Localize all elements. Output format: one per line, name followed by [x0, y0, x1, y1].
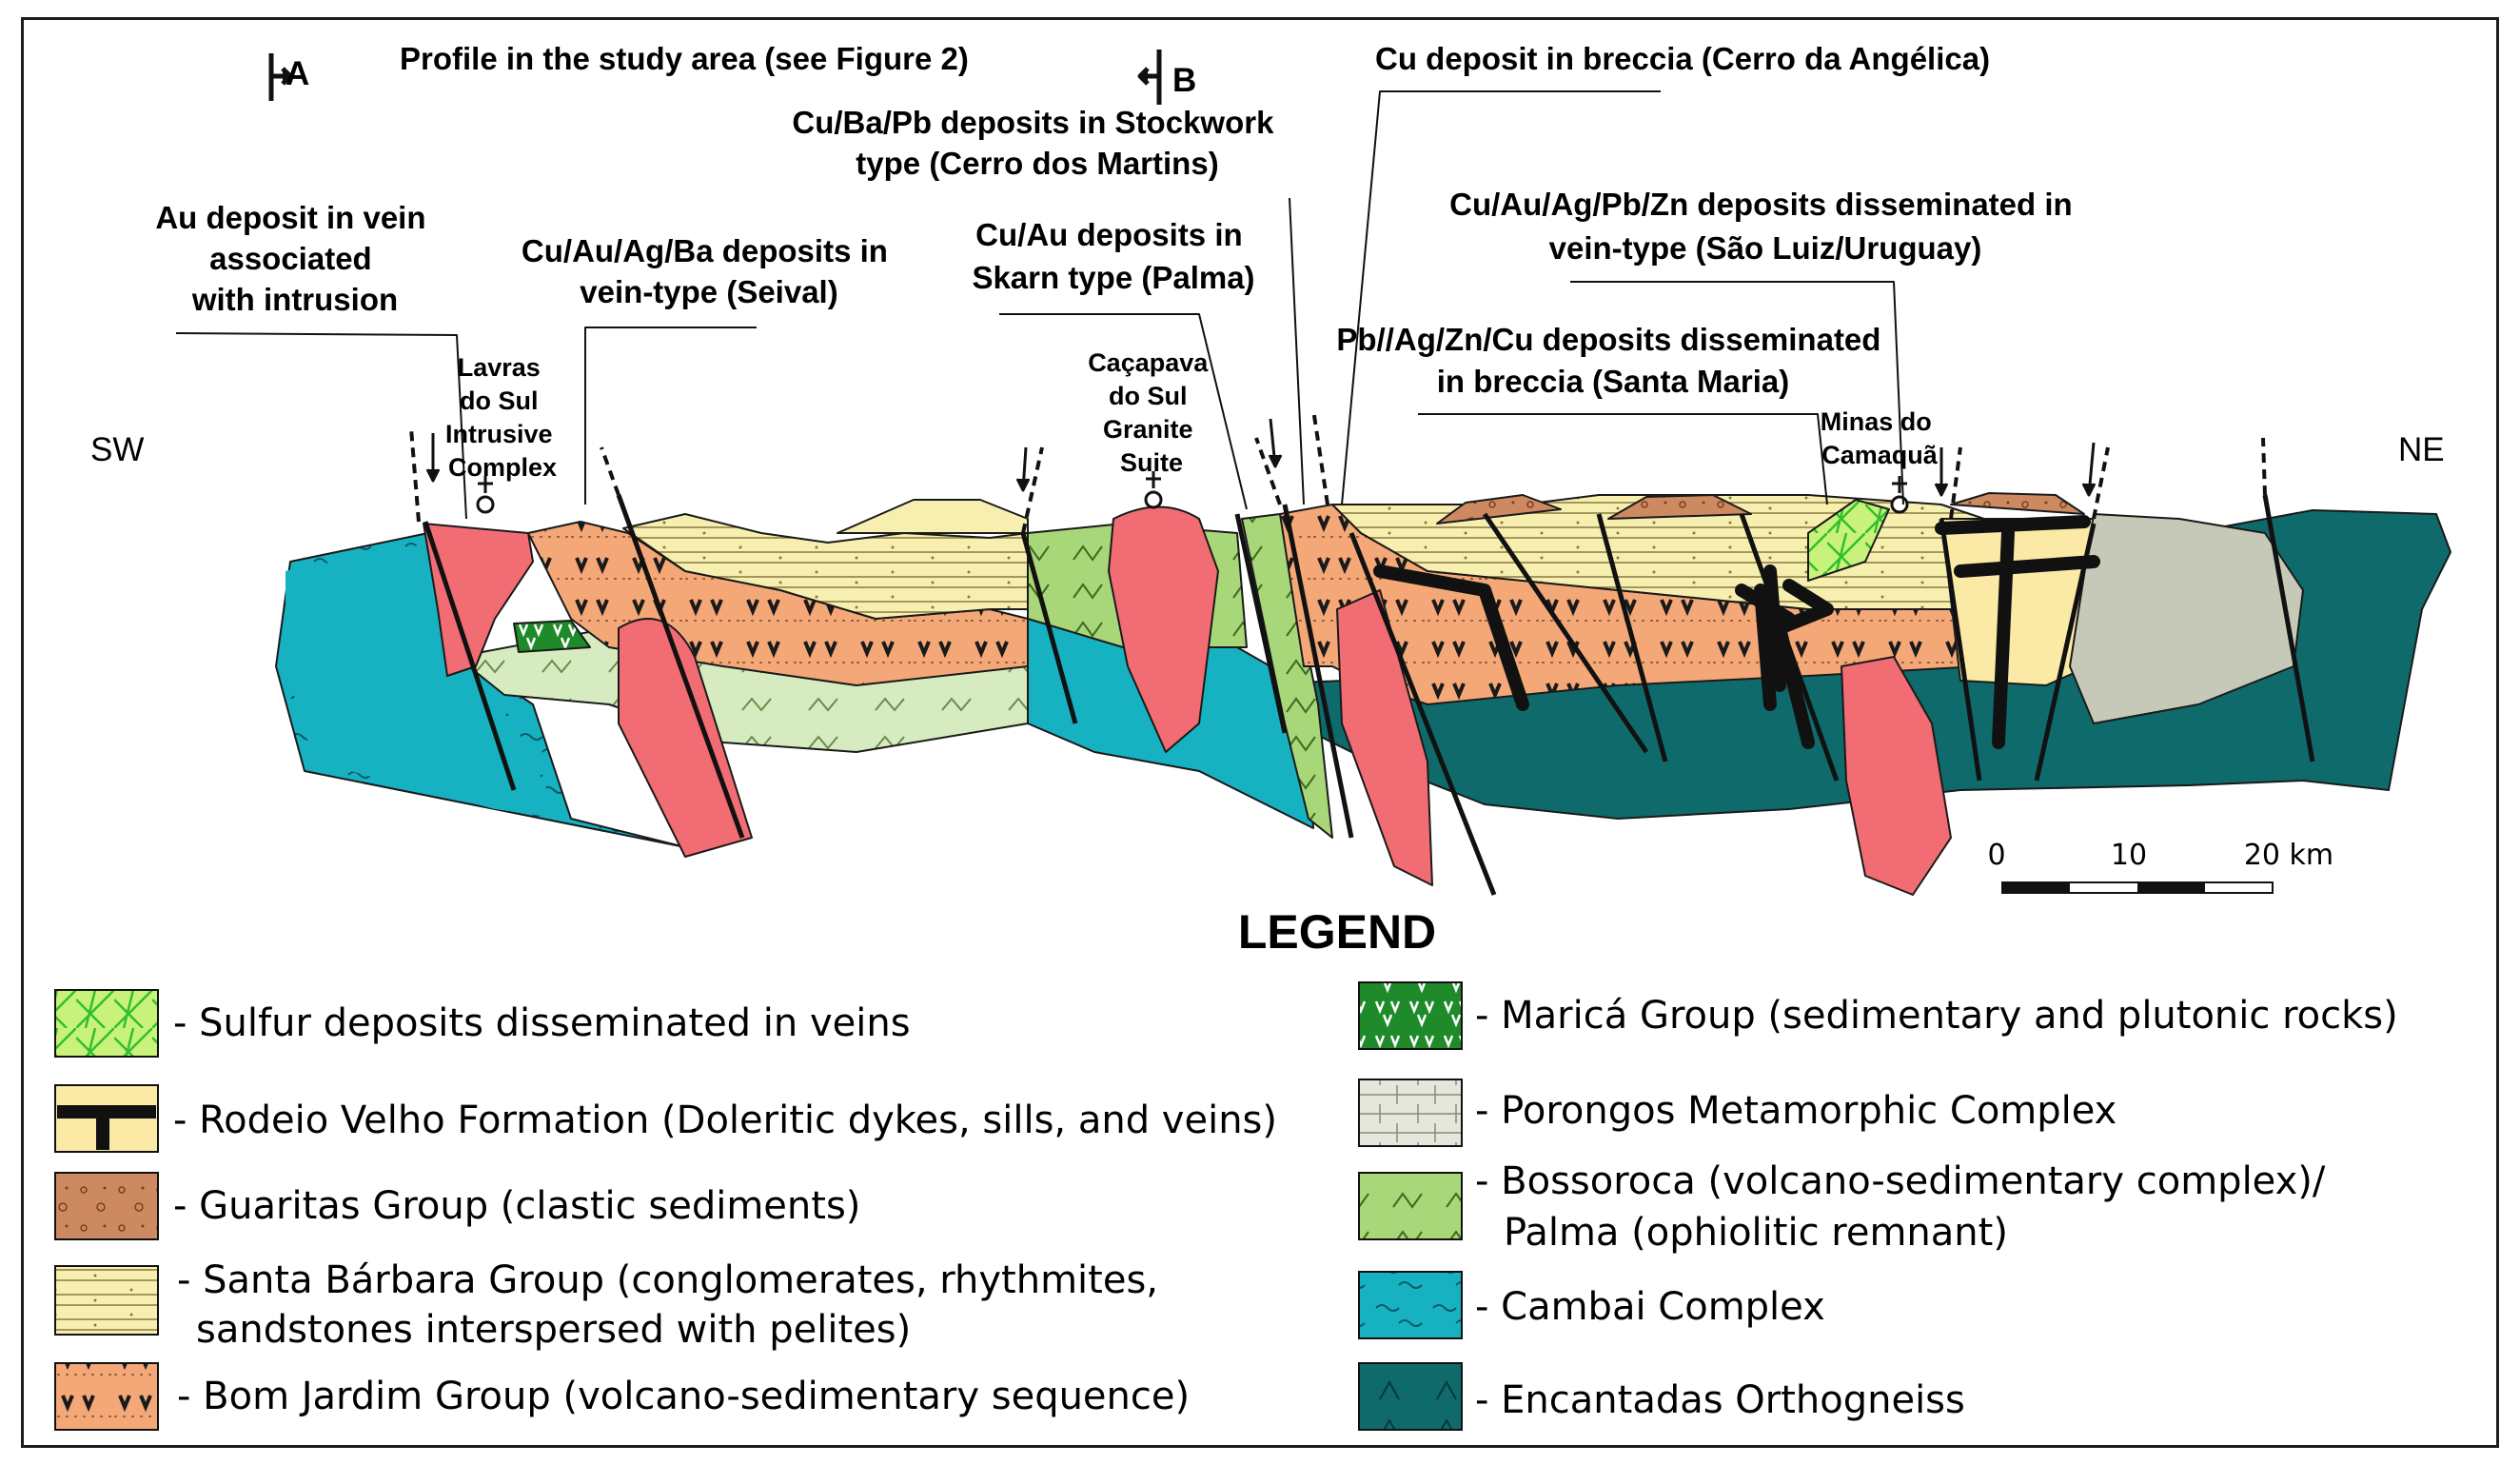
cross-section	[175, 49, 2451, 896]
scale-tick-0: 0	[1987, 839, 2005, 872]
profile-note: Profile in the study area (see Figure 2)	[400, 41, 969, 76]
legend-swatch-cambai	[1358, 1271, 1463, 1339]
mine-symbols	[476, 471, 1909, 514]
intrusion-minas-camaqua	[1841, 656, 1952, 896]
deposit-label-cerro-dos-martins: Cu/Ba/Pb deposits in Stockwork type (Cer…	[792, 105, 1282, 181]
deposit-label-au-vein: Au deposit in vein associated with intru…	[155, 200, 434, 317]
profile-endpoint-b: B	[1172, 62, 1196, 99]
legend-text-marica: - Maricá Group (sedimentary and plutonic…	[1475, 994, 2398, 1038]
legend-swatch-guaritas	[54, 1172, 159, 1240]
legend-text-santa-barbara: - Santa Bárbara Group (conglomerates, rh…	[177, 1258, 1171, 1352]
legend-text-porongos: - Porongos Metamorphic Complex	[1475, 1089, 2116, 1133]
unit-marica	[513, 620, 591, 653]
locality-minas-do-camaqua: Minas do Camaquã	[1821, 407, 1939, 469]
legend-text-cambai: - Cambai Complex	[1475, 1285, 1825, 1329]
doleritic-dykes	[1373, 515, 2100, 749]
legend: LEGEND - Sulfur deposits disseminated in…	[54, 905, 2398, 1431]
deposit-label-santa-maria: Pb//Ag/Zn/Cu deposits disseminated in br…	[1336, 322, 1889, 399]
unit-guaritas-hill-2	[1607, 494, 1752, 520]
unit-cambai-west-fill	[285, 543, 561, 819]
deposit-label-sao-luiz: Cu/Au/Ag/Pb/Zn deposits disseminated in …	[1449, 187, 2081, 266]
intrusion-lavras-do-sul	[423, 523, 534, 677]
legend-swatch-encantadas	[1358, 1362, 1463, 1431]
legend-swatch-sulfur	[54, 989, 159, 1058]
legend-swatch-porongos	[1358, 1079, 1463, 1147]
intrusion-seival	[618, 618, 753, 858]
intrusion-central	[1336, 589, 1433, 886]
intrusion-cacapava	[1108, 505, 1219, 753]
scale-tick-10: 10	[2111, 839, 2147, 872]
legend-swatch-rodeio-velho	[54, 1084, 159, 1153]
deposit-labels: A B Profile in the study area (see Figur…	[90, 41, 2445, 482]
legend-text-rodeio-velho: - Rodeio Velho Formation (Doleritic dyke…	[173, 1099, 1277, 1142]
locality-lavras-do-sul: Lavras do Sul Intrusive Complex	[445, 353, 560, 482]
locality-cacapava-do-sul: Caçapava do Sul Granite Suite	[1088, 348, 1215, 477]
legend-title: LEGEND	[1238, 905, 1436, 959]
legend-text-encantadas: - Encantadas Orthogneiss	[1475, 1378, 1965, 1422]
fault-extensions	[409, 408, 2267, 534]
direction-ne: NE	[2398, 431, 2445, 468]
profile-endpoint-a: A	[285, 55, 309, 92]
unit-santa-barbara-hill	[837, 499, 1029, 534]
deposit-label-seival: Cu/Au/Ag/Ba deposits in vein-type (Seiva…	[522, 233, 896, 309]
leader-lines	[175, 90, 1904, 520]
legend-swatch-bom-jardim	[54, 1362, 159, 1431]
profile-markers	[268, 49, 1162, 105]
legend-swatch-marica	[1358, 981, 1463, 1050]
legend-text-bom-jardim: - Bom Jardim Group (volcano-sedimentary …	[177, 1375, 1190, 1418]
scale-bar: 0 10 20 km	[1987, 839, 2333, 894]
legend-swatch-bossoroca	[1358, 1172, 1463, 1240]
deposit-label-cerro-da-angelica: Cu deposit in breccia (Cerro da Angélica…	[1375, 41, 1990, 76]
direction-sw: SW	[90, 431, 144, 468]
unit-guaritas-hill-3	[1950, 492, 2085, 515]
faults	[423, 494, 2315, 896]
fault-arrows	[425, 418, 2097, 497]
deposit-label-palma: Cu/Au deposits in Skarn type (Palma)	[972, 217, 1254, 295]
scale-tick-20: 20 km	[2244, 839, 2333, 872]
unit-guaritas-hill-1	[1436, 494, 1562, 525]
legend-text-guaritas: - Guaritas Group (clastic sediments)	[173, 1184, 860, 1228]
unit-sulfur-zone	[1807, 499, 1890, 582]
legend-text-sulfur: - Sulfur deposits disseminated in veins	[173, 1001, 911, 1045]
legend-text-bossoroca: - Bossoroca (volcano-sedimentary complex…	[1475, 1159, 2337, 1255]
legend-swatch-santa-barbara	[54, 1265, 159, 1336]
